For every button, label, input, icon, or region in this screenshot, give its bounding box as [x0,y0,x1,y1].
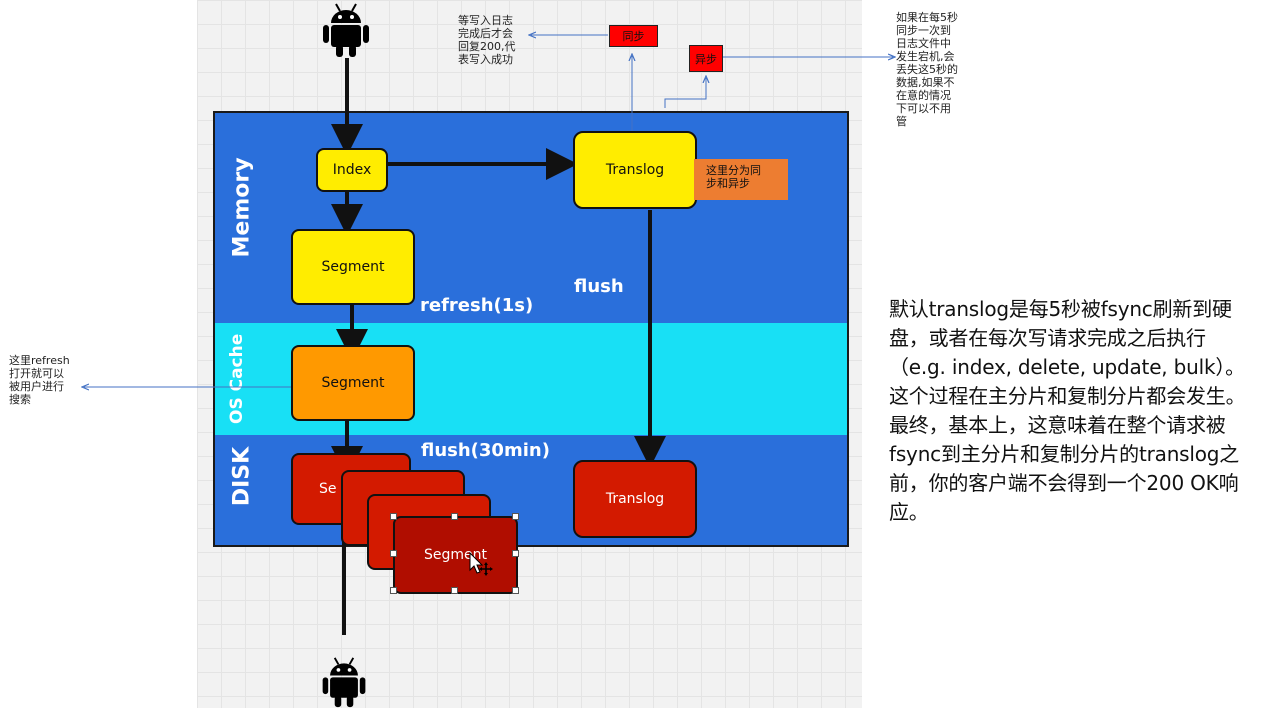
selection-handle[interactable] [390,513,397,520]
refresh-note: 这里refresh 打开就可以 被用户进行 搜索 [9,354,70,406]
translog-explanation: 默认translog是每5秒被fsync刷新到硬盘，或者在每次写请求完成之后执行… [889,297,1246,524]
move-cursor-icon [469,552,493,576]
index-box: Index [316,148,388,192]
selection-handle[interactable] [512,587,519,594]
flush-label: flush [574,276,624,297]
segment-disk-box-selected[interactable]: Segment [393,516,518,594]
android-icon-bottom [322,657,366,708]
selection-handle[interactable] [390,550,397,557]
sync-note: 等写入日志 完成后才会 回复200,代 表写入成功 [458,14,516,66]
selection-handle[interactable] [512,513,519,520]
flush-30min-label: flush(30min) [421,440,550,461]
refresh-label: refresh(1s) [420,295,534,316]
segment-memory-box: Segment [291,229,415,305]
selection-handle[interactable] [451,513,458,520]
selection-handle[interactable] [451,587,458,594]
translog-disk-box: Translog [573,460,697,538]
async-tag: 异步 [689,45,723,72]
selection-handle[interactable] [390,587,397,594]
async-note: 如果在每5秒 同步一次到 日志文件中 发生宕机,会 丢失这5秒的 数据,如果不 … [896,11,958,128]
arrow-translog-async [664,78,706,108]
sync-tag: 同步 [609,25,658,47]
translog-memory-box: Translog [573,131,697,209]
segment-oscache-box: Segment [291,345,415,421]
selection-handle[interactable] [512,550,519,557]
android-icon-top [323,3,369,57]
split-note: 这里分为同 步和异步 [694,159,788,200]
